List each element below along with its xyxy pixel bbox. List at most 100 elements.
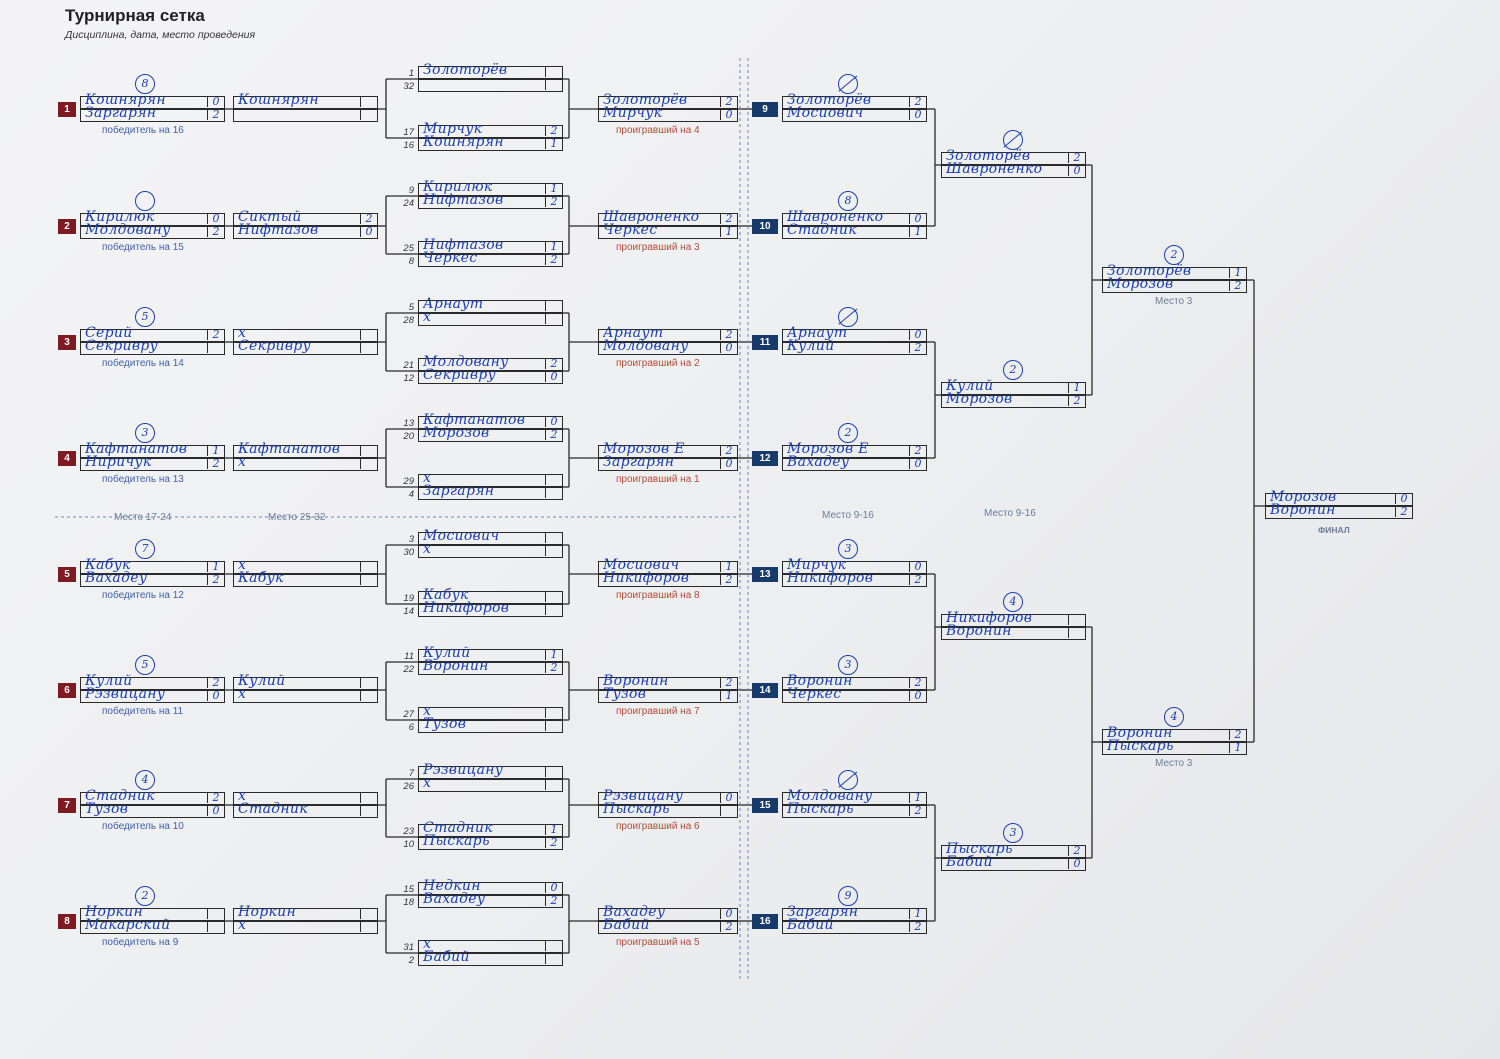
score-cell[interactable]: 2 xyxy=(909,445,926,456)
player-row-1[interactable]: х xyxy=(418,703,563,720)
score-cell[interactable]: 2 xyxy=(1229,280,1246,291)
score-cell[interactable]: 0 xyxy=(360,226,377,237)
player-row-1[interactable]: Кафтанатов xyxy=(233,441,378,458)
score-cell[interactable] xyxy=(360,805,377,816)
score-cell[interactable]: 2 xyxy=(720,921,737,932)
score-cell[interactable]: 0 xyxy=(720,908,737,919)
score-cell[interactable]: 2 xyxy=(545,429,562,440)
score-cell[interactable]: 0 xyxy=(720,109,737,120)
score-cell[interactable] xyxy=(545,591,562,602)
player-row-1[interactable]: Кулий xyxy=(233,673,378,690)
score-cell[interactable]: 2 xyxy=(720,677,737,688)
score-cell[interactable]: 0 xyxy=(545,882,562,893)
score-cell[interactable]: 0 xyxy=(207,690,224,701)
player-row-2[interactable] xyxy=(233,109,378,122)
score-cell[interactable]: 2 xyxy=(909,805,926,816)
score-cell[interactable]: 1 xyxy=(1229,267,1246,278)
score-cell[interactable] xyxy=(360,792,377,803)
score-cell[interactable]: 1 xyxy=(1229,742,1246,753)
score-cell[interactable]: 2 xyxy=(207,792,224,803)
score-cell[interactable]: 2 xyxy=(545,837,562,848)
score-cell[interactable] xyxy=(1068,627,1085,638)
score-cell[interactable] xyxy=(545,766,562,777)
player-row-2[interactable]: х xyxy=(233,917,378,934)
score-cell[interactable] xyxy=(360,908,377,919)
score-cell[interactable]: 2 xyxy=(909,96,926,107)
score-cell[interactable]: 1 xyxy=(720,690,737,701)
player-row-2[interactable]: Пыскарь xyxy=(598,801,738,818)
score-cell[interactable]: 0 xyxy=(207,96,224,107)
score-cell[interactable] xyxy=(545,300,562,311)
score-cell[interactable] xyxy=(360,690,377,701)
player-row-1[interactable]: Норкин xyxy=(80,904,225,921)
player-row-2[interactable] xyxy=(418,79,563,92)
score-cell[interactable]: 2 xyxy=(545,125,562,136)
score-cell[interactable]: 2 xyxy=(1229,729,1246,740)
score-cell[interactable] xyxy=(360,109,377,120)
player-row-2[interactable]: Стадник xyxy=(233,801,378,818)
score-cell[interactable] xyxy=(545,313,562,324)
score-cell[interactable]: 2 xyxy=(1395,506,1412,517)
score-cell[interactable]: 2 xyxy=(720,574,737,585)
score-cell[interactable]: 2 xyxy=(545,196,562,207)
score-cell[interactable] xyxy=(360,445,377,456)
player-row-2[interactable]: х xyxy=(233,686,378,703)
score-cell[interactable]: 2 xyxy=(1068,152,1085,163)
player-row-1[interactable]: Никифоров xyxy=(941,610,1086,627)
player-row-1[interactable]: х xyxy=(233,325,378,342)
player-row-1[interactable]: х xyxy=(418,470,563,487)
score-cell[interactable]: 2 xyxy=(207,109,224,120)
score-cell[interactable]: 0 xyxy=(909,458,926,469)
score-cell[interactable]: 2 xyxy=(720,445,737,456)
score-cell[interactable] xyxy=(207,342,224,353)
score-cell[interactable]: 2 xyxy=(207,458,224,469)
score-cell[interactable]: 0 xyxy=(909,690,926,701)
score-cell[interactable] xyxy=(207,921,224,932)
score-cell[interactable]: 2 xyxy=(207,329,224,340)
score-cell[interactable]: 2 xyxy=(207,574,224,585)
score-cell[interactable]: 0 xyxy=(909,329,926,340)
score-cell[interactable] xyxy=(545,487,562,498)
score-cell[interactable]: 2 xyxy=(545,254,562,265)
score-cell[interactable]: 0 xyxy=(545,371,562,382)
score-cell[interactable]: 1 xyxy=(545,824,562,835)
player-row-2[interactable]: х xyxy=(418,775,563,792)
score-cell[interactable]: 0 xyxy=(1068,165,1085,176)
score-cell[interactable] xyxy=(1068,614,1085,625)
score-cell[interactable] xyxy=(360,96,377,107)
player-row-1[interactable]: Золоторёв xyxy=(418,62,563,79)
score-cell[interactable]: 1 xyxy=(720,226,737,237)
